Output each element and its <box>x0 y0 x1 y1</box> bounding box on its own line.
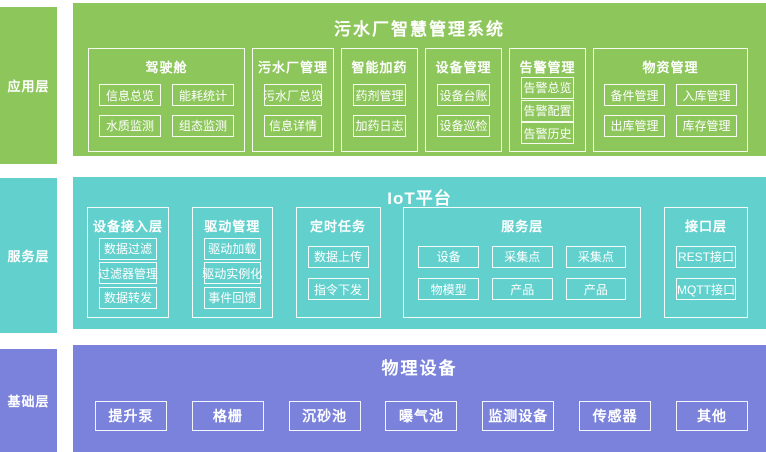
device-box: 监测设备 <box>482 401 555 431</box>
item-box: 采集点 <box>565 245 627 268</box>
item-box: 组态监测 <box>172 114 234 137</box>
device-box: 沉砂池 <box>288 401 361 431</box>
item-box: 数据上传 <box>307 245 369 268</box>
item-box: 设备台账 <box>437 84 490 107</box>
item-box: 出库管理 <box>604 114 665 137</box>
panel-title-application: 污水厂智慧管理系统 <box>334 20 505 39</box>
group-title: 设备管理 <box>435 60 492 75</box>
group-title: 设备接入层 <box>93 219 164 234</box>
item-box: 设备 <box>418 245 479 268</box>
group-items: 药剂管理 加药日志 <box>347 76 412 145</box>
item-box: 药剂管理 <box>353 84 406 107</box>
item-box: 加药日志 <box>353 114 406 137</box>
item-box: 指令下发 <box>307 278 369 301</box>
item-box: 物模型 <box>418 278 479 301</box>
group-plant-management: 污水厂管理 污水厂总览 信息详情 <box>252 48 334 152</box>
panel-title-physical: 物理设备 <box>381 359 458 378</box>
application-groups: 驾驶舱 信息总览 能耗统计 水质监测 组态监测 污水厂管理 污水厂总览 信息详情… <box>88 48 748 152</box>
group-items: 污水厂总览 信息详情 <box>258 76 328 145</box>
item-box: 事件回馈 <box>203 286 261 309</box>
group-title: 驾驶舱 <box>145 60 188 75</box>
item-box: 告警配置 <box>521 99 574 122</box>
layer-label: 服务层 <box>7 249 50 264</box>
group-service-sublayer: 服务层 设备 采集点 采集点 物模型 产品 产品 <box>403 207 642 318</box>
group-items: 设备台账 设备巡检 <box>431 76 496 145</box>
item-box: 数据过滤 <box>99 237 157 260</box>
group-title: 接口层 <box>684 219 727 234</box>
device-box: 传感器 <box>579 401 652 431</box>
group-items: 设备 采集点 采集点 物模型 产品 产品 <box>409 235 635 311</box>
item-box: 驱动加载 <box>203 237 261 260</box>
group-title: 服务层 <box>501 219 544 234</box>
panel-physical-devices: 物理设备 提升泵 格栅 沉砂池 曝气池 监测设备 传感器 其他 <box>73 345 766 452</box>
panel-iot-platform: IoT平台 设备接入层 数据过滤 过滤器管理 数据转发 驱动管理 驱动加载 驱动… <box>73 177 766 329</box>
device-box: 曝气池 <box>385 401 458 431</box>
device-box: 格栅 <box>191 401 264 431</box>
group-interface-layer: 接口层 REST接口 MQTT接口 <box>664 207 748 318</box>
sidebar-label-base-layer: 基础层 <box>0 349 57 452</box>
layer-label: 基础层 <box>7 394 50 409</box>
device-box: 提升泵 <box>95 401 167 431</box>
device-row: 提升泵 格栅 沉砂池 曝气池 监测设备 传感器 其他 <box>95 401 748 431</box>
group-items: 驱动加载 驱动实例化 事件回馈 <box>198 235 267 311</box>
item-box: 入库管理 <box>676 84 737 107</box>
sidebar-label-service-layer: 服务层 <box>0 178 57 333</box>
item-box: 告警总览 <box>521 76 574 99</box>
item-box: 备件管理 <box>604 84 665 107</box>
item-box: 驱动实例化 <box>202 262 262 284</box>
group-title: 告警管理 <box>519 60 576 75</box>
group-items: 信息总览 能耗统计 水质监测 组态监测 <box>94 76 239 145</box>
group-scheduled-tasks: 定时任务 数据上传 指令下发 <box>295 207 381 318</box>
sidebar-label-application-layer: 应用层 <box>0 7 57 164</box>
item-box: 信息总览 <box>99 84 161 107</box>
group-items: 数据上传 指令下发 <box>302 235 375 311</box>
layer-label: 应用层 <box>7 79 50 94</box>
device-box: 其他 <box>675 401 748 431</box>
item-box: 采集点 <box>491 245 553 268</box>
group-equipment-management: 设备管理 设备台账 设备巡检 <box>425 48 502 152</box>
item-box: MQTT接口 <box>676 278 736 301</box>
group-title: 污水厂管理 <box>258 60 329 75</box>
item-box: 过滤器管理 <box>98 262 158 284</box>
panel-title-iot: IoT平台 <box>387 189 452 208</box>
item-box: 设备巡检 <box>437 114 490 137</box>
item-box: REST接口 <box>676 245 736 268</box>
service-groups: 设备接入层 数据过滤 过滤器管理 数据转发 驱动管理 驱动加载 驱动实例化 事件… <box>87 207 748 318</box>
group-alarm-management: 告警管理 告警总览 告警配置 告警历史 <box>509 48 586 152</box>
item-box: 产品 <box>565 278 627 301</box>
item-box: 污水厂总览 <box>263 84 323 107</box>
item-box: 水质监测 <box>99 114 161 137</box>
group-items: REST接口 MQTT接口 <box>670 235 742 311</box>
group-title: 定时任务 <box>309 219 366 234</box>
group-title: 智能加药 <box>351 60 408 75</box>
group-device-access: 设备接入层 数据过滤 过滤器管理 数据转发 <box>87 207 169 318</box>
item-box: 数据转发 <box>99 286 157 309</box>
item-box: 产品 <box>491 278 553 301</box>
group-driver-management: 驱动管理 驱动加载 驱动实例化 事件回馈 <box>191 207 273 318</box>
group-items: 数据过滤 过滤器管理 数据转发 <box>93 235 163 311</box>
group-material-management: 物资管理 备件管理 入库管理 出库管理 库存管理 <box>593 48 748 152</box>
panel-application-system: 污水厂智慧管理系统 驾驶舱 信息总览 能耗统计 水质监测 组态监测 污水厂管理 … <box>73 3 766 156</box>
group-title: 物资管理 <box>642 60 699 75</box>
item-box: 告警历史 <box>521 122 574 145</box>
group-items: 告警总览 告警配置 告警历史 <box>515 76 580 145</box>
group-items: 备件管理 入库管理 出库管理 库存管理 <box>599 76 742 145</box>
group-title: 驱动管理 <box>204 219 261 234</box>
item-box: 库存管理 <box>676 114 737 137</box>
item-box: 能耗统计 <box>172 84 234 107</box>
group-smart-dosing: 智能加药 药剂管理 加药日志 <box>341 48 418 152</box>
group-cockpit: 驾驶舱 信息总览 能耗统计 水质监测 组态监测 <box>88 48 245 152</box>
item-box: 信息详情 <box>264 114 322 137</box>
